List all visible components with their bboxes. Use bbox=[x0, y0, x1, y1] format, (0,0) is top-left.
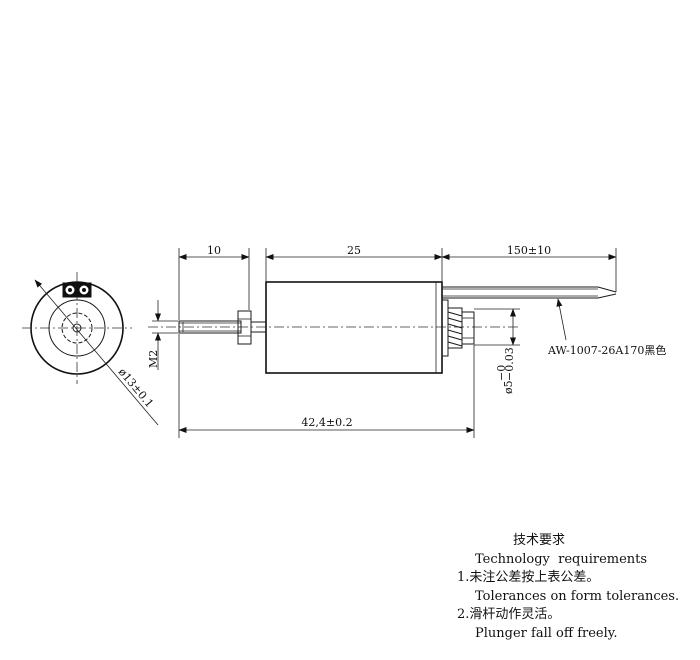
svg-text:M2: M2 bbox=[147, 350, 160, 368]
note-1-en: Tolerances on form tolerances. bbox=[475, 588, 680, 604]
lead-wires bbox=[442, 286, 617, 299]
svg-text:150±10: 150±10 bbox=[507, 244, 551, 257]
svg-text:ø5: ø5 bbox=[502, 380, 515, 394]
threaded-shaft bbox=[178, 320, 242, 334]
wire-spec-callout: AW-1007-26A170黑色 bbox=[547, 298, 666, 357]
hex-nut bbox=[237, 310, 252, 345]
side-view bbox=[148, 281, 617, 374]
svg-text:42,4±0.2: 42,4±0.2 bbox=[301, 416, 352, 429]
dimension-shaft-length: 10 bbox=[178, 244, 250, 320]
note-2-cn: 2.滑杆动作灵活。 bbox=[457, 607, 561, 623]
dimension-body-length: 25 bbox=[265, 244, 443, 281]
dimension-lead-length: 150±10 bbox=[441, 244, 617, 292]
svg-text:AW-1007-26A170黑色: AW-1007-26A170黑色 bbox=[547, 343, 666, 357]
svg-text:10: 10 bbox=[207, 244, 221, 257]
svg-text:−0: −0 bbox=[495, 365, 508, 381]
return-spring-icon bbox=[441, 299, 475, 357]
svg-text:−0.03: −0.03 bbox=[503, 347, 516, 381]
body-diameter-label: ø13±0.1 bbox=[116, 366, 156, 411]
dimension-thread: M2 bbox=[147, 300, 178, 370]
technical-requirements: 技术要求 Technology requirements 1.未注公差按上表公差… bbox=[455, 532, 679, 644]
notes-title-en: Technology requirements bbox=[475, 551, 648, 567]
notes-title-cn: 技术要求 bbox=[513, 533, 566, 548]
note-1-cn: 1.未注公差按上表公差。 bbox=[457, 570, 600, 586]
dimension-overall-length: 42,4±0.2 bbox=[178, 334, 475, 438]
wire-outlet-icon bbox=[62, 282, 92, 298]
diameter-leader bbox=[34, 279, 159, 426]
end-view: ø13±0.1 bbox=[22, 272, 159, 426]
note-2-en: Plunger fall off freely. bbox=[475, 625, 618, 641]
svg-text:25: 25 bbox=[347, 244, 361, 257]
dimension-plunger-diameter: ø5 −0 −0.03 bbox=[474, 308, 520, 394]
solenoid-body bbox=[265, 281, 443, 374]
end-view-plunger-circle bbox=[61, 312, 93, 344]
